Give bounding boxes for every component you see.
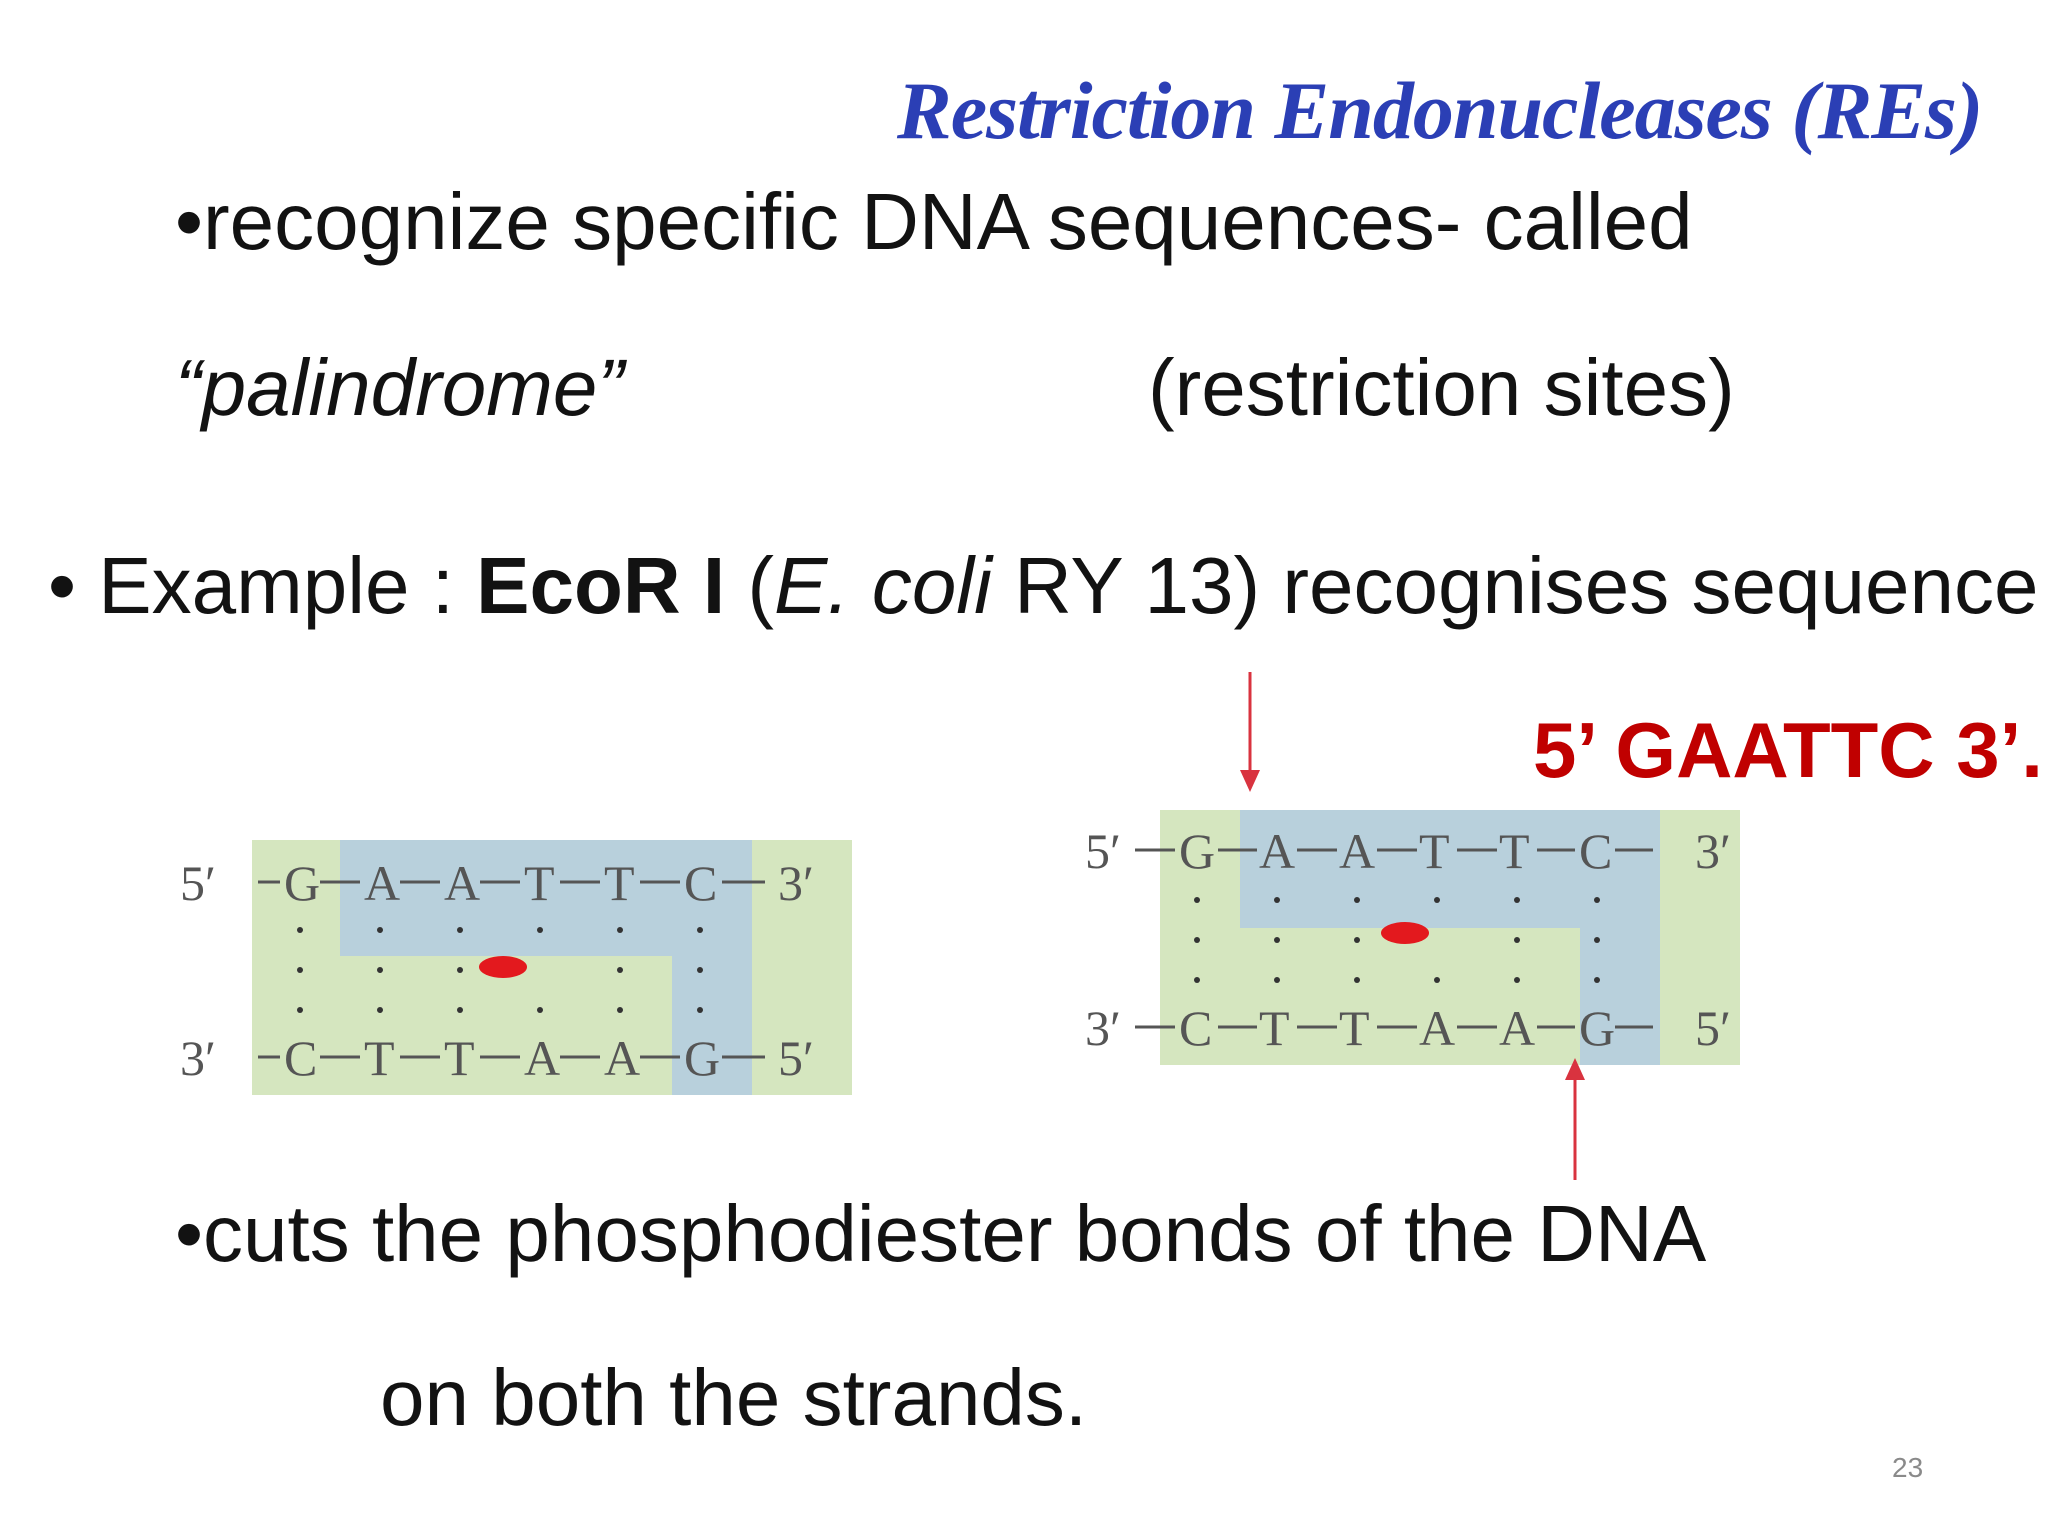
left-top-3-end: 3′ [778,855,814,911]
organism-name: E. coli [774,541,992,630]
left-top-base: C [684,855,717,911]
left-top-base: T [604,855,635,911]
recognition-sequence: 5’ GAATTC 3’. [1533,706,2043,794]
right-bottom-3-end: 3′ [1085,1000,1121,1056]
right-bottom-base: A [1419,1000,1455,1056]
page-number: 23 [1892,1452,1924,1483]
left-top-5-end: 5′ [180,855,216,911]
slide-title: Restriction Endonucleases (REs) [897,65,1983,156]
left-bottom-base: A [604,1030,640,1086]
example-prefix: • Example : [48,541,477,630]
enzyme-name: EcoR I [476,541,726,630]
panel-blue [1240,810,1660,1065]
right-bottom-5-end: 5′ [1695,1000,1731,1056]
right-top-base: A [1339,823,1375,879]
left-bottom-base: C [284,1030,317,1086]
right-bottom-base: T [1259,1000,1290,1056]
right-top-3-end: 3′ [1695,823,1731,879]
left-bottom-base: T [364,1030,395,1086]
restriction-sites-note: (restriction sites) [1148,343,1735,432]
example-line: • Example : EcoR I (E. coli RY 13) recog… [48,546,2038,626]
dna-diagram-left: 5′ 3′ 3′ 5′ G A A T T C C T T A A G [180,840,852,1095]
right-top-5-end: 5′ [1085,823,1121,879]
left-bottom-base: A [524,1030,560,1086]
right-top-base: C [1579,823,1612,879]
cut-arrow-bottom-head [1565,1058,1585,1080]
left-top-base: G [284,855,320,911]
right-bottom-base: T [1339,1000,1370,1056]
left-top-base: A [444,855,480,911]
right-bottom-base: C [1179,1000,1212,1056]
center-mark [1381,922,1429,944]
left-top-base: A [364,855,400,911]
dna-diagram-right: 5′ 3′ 3′ 5′ G A A T T C C T T A A G [1085,672,1740,1180]
left-bottom-base: G [684,1030,720,1086]
panel-blue [340,840,752,1095]
right-bottom-base: G [1579,1000,1615,1056]
example-rest: RY 13) recognises sequence [991,541,2039,630]
right-top-base: A [1259,823,1295,879]
center-mark [479,956,527,978]
cut-arrow-top-head [1240,770,1260,792]
right-top-base: T [1419,823,1450,879]
paren-open: ( [725,541,774,630]
bullet-cuts-line2: on both the strands. [380,1353,1088,1442]
right-top-base: G [1179,823,1215,879]
left-top-base: T [524,855,555,911]
left-bottom-3-end: 3′ [180,1030,216,1086]
right-bottom-base: A [1499,1000,1535,1056]
left-bottom-5-end: 5′ [778,1030,814,1086]
bullet-cuts-line1: •cuts the phosphodiester bonds of the DN… [175,1189,1707,1278]
left-bottom-base: T [444,1030,475,1086]
bullet-recognize-line1: •recognize specific DNA sequences- calle… [175,177,1693,266]
right-top-base: T [1499,823,1530,879]
palindrome-term: “palindrome” [175,343,625,432]
